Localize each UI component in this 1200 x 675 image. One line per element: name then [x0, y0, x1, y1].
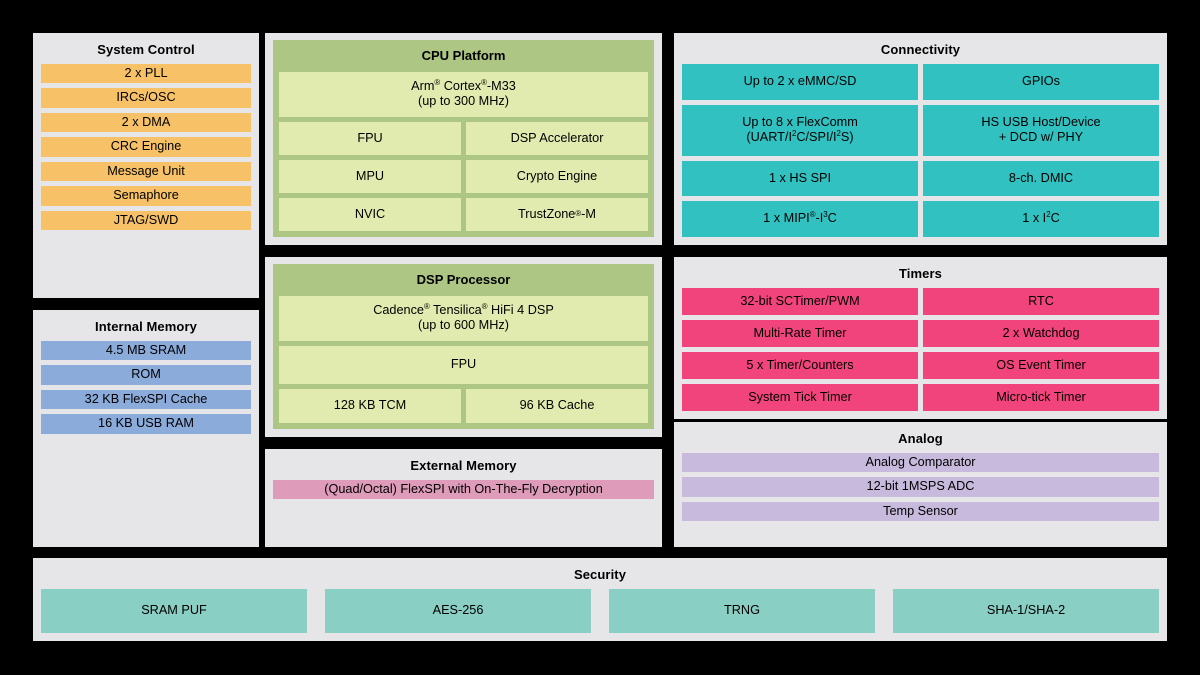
connectivity-label: 1 x HS SPI: [768, 170, 832, 185]
block-item-flexcomm[interactable]: Up to 8 x FlexComm(UART/I2C/SPI/I2S): [682, 104, 918, 156]
panel-title-dsp-processor: DSP Processor: [416, 272, 511, 287]
panel-title-timers: Timers: [899, 266, 942, 281]
cpu-core-frequency: (up to 300 MHz): [418, 94, 509, 109]
block-item-trng[interactable]: TRNG: [609, 588, 875, 633]
block-item-ircs-osc[interactable]: IRCs/OSC: [41, 88, 251, 108]
connectivity-sublabel: + DCD w/ PHY: [998, 130, 1084, 145]
block-item-sram-puf[interactable]: SRAM PUF: [41, 588, 307, 633]
panel-internal-memory: Internal Memory 4.5 MB SRAM ROM 32 KB Fl…: [33, 310, 259, 547]
connectivity-label: Up to 2 x eMMC/SD: [743, 74, 857, 89]
block-item-timer-counters[interactable]: 5 x Timer/Counters: [682, 351, 918, 379]
block-item-multi-rate-timer[interactable]: Multi-Rate Timer: [682, 319, 918, 347]
panel-dsp-processor: DSP Processor Cadence® Tensilica® HiFi 4…: [265, 257, 662, 437]
block-item-emmc-sd[interactable]: Up to 2 x eMMC/SD: [682, 63, 918, 100]
system-control-items: 2 x PLL IRCs/OSC 2 x DMA CRC Engine Mess…: [41, 63, 251, 290]
external-memory-items: (Quad/Octal) FlexSPI with On-The-Fly Dec…: [273, 479, 654, 539]
cpu-platform-features: FPU DSP Accelerator MPU Crypto Engine NV…: [279, 121, 648, 231]
block-item-rtc[interactable]: RTC: [923, 287, 1159, 315]
block-item-hs-spi[interactable]: 1 x HS SPI: [682, 160, 918, 197]
cpu-core-name: Arm® Cortex®-M33: [411, 77, 516, 93]
panel-title-analog: Analog: [898, 431, 943, 446]
block-item-sha[interactable]: SHA-1/SHA-2: [893, 588, 1159, 633]
block-item-trustzone-m[interactable]: TrustZone®-M: [466, 197, 648, 231]
panel-security: Security SRAM PUF AES-256 TRNG SHA-1/SHA…: [33, 558, 1167, 641]
panel-title-connectivity: Connectivity: [880, 42, 961, 57]
block-item-flexspi-cache[interactable]: 32 KB FlexSPI Cache: [41, 389, 251, 410]
cpu-platform-group: CPU Platform Arm® Cortex®-M33 (up to 300…: [273, 40, 654, 237]
block-item-usb-ram[interactable]: 16 KB USB RAM: [41, 414, 251, 434]
connectivity-label: 8-ch. DMIC: [1008, 170, 1074, 185]
connectivity-label: HS USB Host/Device: [981, 114, 1101, 129]
block-item-micro-tick-timer[interactable]: Micro-tick Timer: [923, 383, 1159, 411]
block-item-os-event-timer[interactable]: OS Event Timer: [923, 351, 1159, 379]
security-items: SRAM PUF AES-256 TRNG SHA-1/SHA-2: [41, 588, 1159, 633]
block-item-dma[interactable]: 2 x DMA: [41, 112, 251, 133]
panel-analog: Analog Analog Comparator 12-bit 1MSPS AD…: [674, 422, 1167, 547]
connectivity-label: 1 x MIPI®-I3C: [763, 210, 837, 226]
connectivity-label: 1 x I2C: [1022, 210, 1060, 226]
panel-cpu-platform: CPU Platform Arm® Cortex®-M33 (up to 300…: [265, 33, 662, 245]
dsp-memory-row: 128 KB TCM 96 KB Cache: [279, 388, 648, 423]
block-item-crypto-engine[interactable]: Crypto Engine: [466, 159, 648, 193]
dsp-core-name: Cadence® Tensilica® HiFi 4 DSP: [373, 301, 554, 317]
block-item-message-unit[interactable]: Message Unit: [41, 161, 251, 182]
panel-title-external-memory: External Memory: [410, 458, 517, 473]
block-item-rom[interactable]: ROM: [41, 365, 251, 385]
panel-title-system-control: System Control: [97, 42, 195, 57]
block-item-tcm[interactable]: 128 KB TCM: [279, 388, 461, 423]
block-item-semaphore[interactable]: Semaphore: [41, 186, 251, 206]
internal-memory-items: 4.5 MB SRAM ROM 32 KB FlexSPI Cache 16 K…: [41, 340, 251, 539]
block-item-jtag-swd[interactable]: JTAG/SWD: [41, 210, 251, 231]
block-item-watchdog[interactable]: 2 x Watchdog: [923, 319, 1159, 347]
block-item-dsp-accelerator[interactable]: DSP Accelerator: [466, 121, 648, 155]
panel-system-control: System Control 2 x PLL IRCs/OSC 2 x DMA …: [33, 33, 259, 298]
connectivity-items: Up to 2 x eMMC/SD GPIOs Up to 8 x FlexCo…: [682, 63, 1159, 237]
panel-title-internal-memory: Internal Memory: [95, 319, 197, 334]
block-item-aes-256[interactable]: AES-256: [325, 588, 591, 633]
connectivity-label: Up to 8 x FlexComm: [742, 114, 858, 129]
dsp-core-block[interactable]: Cadence® Tensilica® HiFi 4 DSP (up to 60…: [279, 296, 648, 341]
analog-items: Analog Comparator 12-bit 1MSPS ADC Temp …: [682, 452, 1159, 539]
panel-connectivity: Connectivity Up to 2 x eMMC/SD GPIOs Up …: [674, 33, 1167, 245]
panel-external-memory: External Memory (Quad/Octal) FlexSPI wit…: [265, 449, 662, 547]
block-item-fpu[interactable]: FPU: [279, 121, 461, 155]
block-item-dsp-cache[interactable]: 96 KB Cache: [466, 388, 648, 423]
block-item-i2c[interactable]: 1 x I2C: [923, 201, 1159, 237]
block-item-sctimer-pwm[interactable]: 32-bit SCTimer/PWM: [682, 287, 918, 315]
dsp-processor-group: DSP Processor Cadence® Tensilica® HiFi 4…: [273, 264, 654, 429]
block-item-temp-sensor[interactable]: Temp Sensor: [682, 501, 1159, 522]
block-item-analog-comparator[interactable]: Analog Comparator: [682, 452, 1159, 473]
panel-timers: Timers 32-bit SCTimer/PWM RTC Multi-Rate…: [674, 257, 1167, 419]
block-item-gpios[interactable]: GPIOs: [923, 63, 1159, 100]
block-item-system-tick-timer[interactable]: System Tick Timer: [682, 383, 918, 411]
panel-title-cpu-platform: CPU Platform: [421, 48, 506, 63]
dsp-core-frequency: (up to 600 MHz): [418, 318, 509, 333]
block-item-dmic[interactable]: 8-ch. DMIC: [923, 160, 1159, 197]
block-item-mpu[interactable]: MPU: [279, 159, 461, 193]
timers-items: 32-bit SCTimer/PWM RTC Multi-Rate Timer …: [682, 287, 1159, 411]
cpu-core-block[interactable]: Arm® Cortex®-M33 (up to 300 MHz): [279, 72, 648, 117]
block-item-mipi-i3c[interactable]: 1 x MIPI®-I3C: [682, 201, 918, 237]
connectivity-sublabel: (UART/I2C/SPI/I2S): [746, 128, 854, 145]
block-item-flexspi-decryption[interactable]: (Quad/Octal) FlexSPI with On-The-Fly Dec…: [273, 479, 654, 500]
block-item-dsp-fpu[interactable]: FPU: [279, 345, 648, 384]
block-item-pll[interactable]: 2 x PLL: [41, 63, 251, 84]
block-item-sram[interactable]: 4.5 MB SRAM: [41, 340, 251, 361]
block-item-crc-engine[interactable]: CRC Engine: [41, 137, 251, 157]
connectivity-label: GPIOs: [1021, 74, 1061, 89]
block-item-hs-usb[interactable]: HS USB Host/Device+ DCD w/ PHY: [923, 104, 1159, 156]
block-item-adc[interactable]: 12-bit 1MSPS ADC: [682, 477, 1159, 497]
panel-title-security: Security: [573, 567, 627, 582]
block-item-nvic[interactable]: NVIC: [279, 197, 461, 231]
